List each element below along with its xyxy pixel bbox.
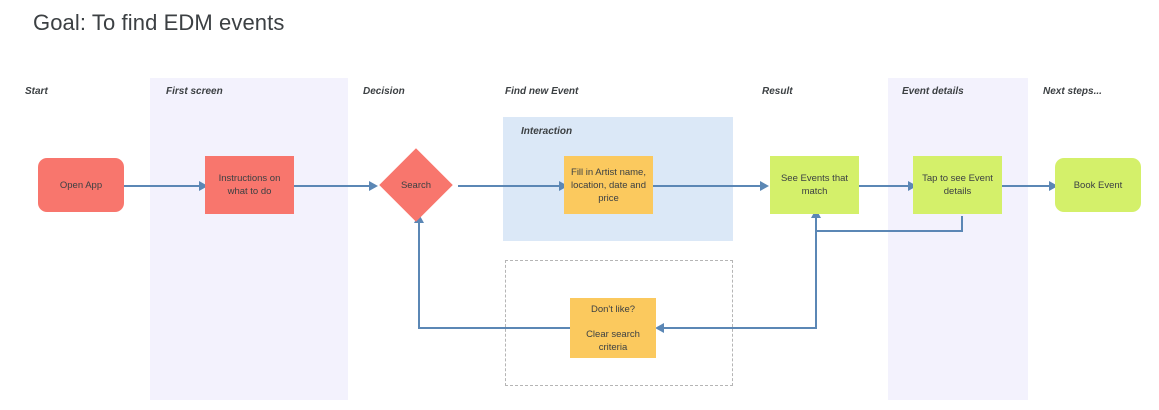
arrowhead-to-tap-details [908,181,917,191]
lane-label-next-steps: Next steps... [1043,86,1102,97]
lane-band-event-details [888,78,1028,400]
connector-clear-search-to-search-up [418,222,420,329]
connector-to-clear-search-down [815,230,817,328]
lane-label-find-new-event: Find new Event [505,86,579,97]
arrowhead-to-clear-search [655,323,664,333]
connector-search-to-fill-in [458,185,564,187]
node-see-events-that-match[interactable]: See Events that match [770,156,859,214]
connector-see-events-to-tap-details [859,185,913,187]
connector-instructions-to-search [294,185,374,187]
node-fill-in-search-criteria[interactable]: Fill in Artist name, location, date and … [564,156,653,214]
lane-band-first-screen [150,78,348,400]
connector-tap-details-return-down [961,216,963,232]
connector-tap-details-return-left [815,230,963,232]
node-book-event-label: Book Event [1073,179,1123,191]
connector-open-app-to-instructions [124,185,204,187]
node-search-label: Search [400,179,432,191]
lane-label-start: Start [25,86,48,97]
connector-fill-in-to-see-events [653,185,765,187]
node-fill-in-label: Fill in Artist name, location, date and … [570,166,646,204]
node-clear-search-label-line1: Don't like? [590,303,636,315]
lane-label-first-screen: First screen [166,86,223,97]
page-title: Goal: To find EDM events [33,10,285,35]
connector-to-clear-search-left [663,327,817,329]
node-clear-search-criteria[interactable]: Don't like? Clear search criteria [570,298,656,358]
node-open-app-label: Open App [59,179,103,191]
interaction-region-label: Interaction [521,126,573,137]
node-instructions[interactable]: Instructions on what to do [205,156,294,214]
node-open-app[interactable]: Open App [38,158,124,212]
connector-clear-search-to-search-left [418,327,570,329]
node-search-decision[interactable]: Search [374,148,458,222]
node-book-event[interactable]: Book Event [1055,158,1141,212]
arrowhead-to-see-events [760,181,769,191]
connector-tap-details-return-up [815,216,817,232]
arrowhead-to-search [369,181,378,191]
lane-label-result: Result [762,86,793,97]
node-clear-search-label-line2: Clear search criteria [586,328,640,353]
alternate-flow-group [505,260,733,386]
lane-label-event-details: Event details [902,86,964,97]
arrowhead-to-instructions [199,181,208,191]
node-instructions-label: Instructions on what to do [218,173,281,197]
node-tap-details-label: Tap to see Event details [922,173,993,197]
arrowhead-to-fill-in [559,181,568,191]
lane-label-decision: Decision [363,86,405,97]
node-see-events-label: See Events that match [780,173,849,197]
arrowhead-to-book-event [1049,181,1058,191]
node-tap-to-see-event-details[interactable]: Tap to see Event details [913,156,1002,214]
connector-tap-details-to-book-event [1000,185,1054,187]
